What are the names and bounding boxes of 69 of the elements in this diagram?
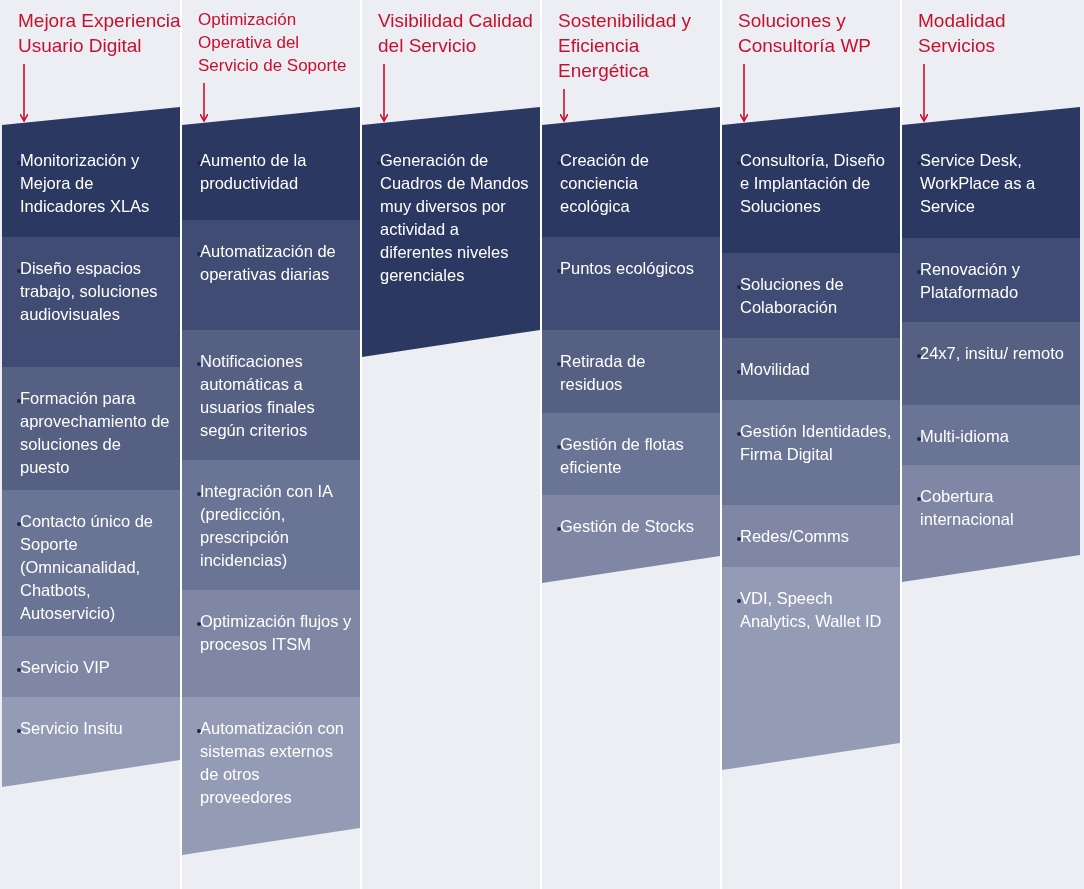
- item-panel: [2, 490, 180, 636]
- item-panel: [542, 237, 720, 330]
- item-panel: [902, 405, 1080, 465]
- item-panel: [722, 567, 900, 770]
- item-panel: [182, 697, 360, 855]
- column-heading: Visibilidad Calidad del Servicio: [378, 8, 544, 58]
- arrow: [19, 63, 29, 122]
- item-text: Movilidad: [740, 360, 810, 378]
- item-text: Creación de conciencia ecológica: [560, 151, 649, 215]
- item-panel: [2, 107, 180, 237]
- arrow: [199, 82, 209, 122]
- item-text: Aumento de la productividad: [200, 151, 307, 192]
- item-panel: [902, 107, 1080, 238]
- item-panel: [182, 460, 360, 590]
- item-text: Gestión de flotas eficiente: [560, 435, 684, 476]
- item-text: Optimización flujos y procesos ITSM: [200, 612, 352, 653]
- column-heading: Optimización Operativa del Servicio de Soporte: [198, 8, 364, 77]
- item-text: Contacto único de Soporte (Omnicanalidad, Chatbots, Autoservicio): [20, 512, 153, 622]
- column-heading: Soluciones y Consultoría WP: [738, 8, 904, 58]
- arrow: [919, 63, 929, 122]
- item-panel: [542, 107, 720, 237]
- item-panel: [722, 107, 900, 253]
- item-panel: [182, 330, 360, 460]
- column-heading: Sostenibilidad y Eficiencia Energética: [558, 8, 724, 83]
- item-panel: [902, 238, 1080, 322]
- item-panel: [2, 697, 180, 787]
- item-text: Consultoría, Diseño e Implantación de Soluciones: [740, 151, 885, 215]
- item-text: Automatización de operativas diarias: [200, 242, 336, 283]
- item-panel: [722, 253, 900, 338]
- item-text: Renovación y Plataformado: [920, 260, 1020, 301]
- item-text: Monitorización y Mejora de Indicadores XLAs: [20, 151, 150, 215]
- arrow: [559, 88, 569, 122]
- item-panel: [2, 237, 180, 367]
- item-panel: [542, 330, 720, 413]
- item-text: Automatización con sistemas externos de otros proveedores: [200, 719, 344, 806]
- item-panel: [182, 590, 360, 697]
- item-panel: [722, 505, 900, 567]
- item-panel: [722, 338, 900, 400]
- item-text: 24x7, insitu/ remoto: [920, 344, 1064, 362]
- item-panel: [902, 465, 1080, 582]
- item-text: Formación para aprovechamiento de soluciones de puesto: [20, 389, 170, 476]
- item-text: Generación de Cuadros de Mandos muy diversos por actividad a diferentes niveles gerenciales: [380, 151, 529, 284]
- item-text: Notificaciones automáticas a usuarios finales según criterios: [200, 352, 315, 439]
- column-heading: Modalidad Servicios: [918, 8, 1084, 58]
- item-text: Retirada de residuos: [560, 352, 646, 393]
- item-panel: [182, 220, 360, 330]
- item-panel: [2, 367, 180, 490]
- item-text: Multi-idioma: [920, 427, 1009, 445]
- item-panel: [182, 107, 360, 220]
- item-panel: [902, 322, 1080, 405]
- arrow: [379, 63, 389, 122]
- column-heading: Mejora Experiencia Usuario Digital: [18, 8, 184, 58]
- item-text: Redes/Comms: [740, 527, 850, 545]
- item-text: Puntos ecológicos: [560, 259, 694, 277]
- arrow: [739, 63, 749, 122]
- item-panel: [542, 413, 720, 495]
- item-text: Soluciones de Colaboración: [740, 275, 844, 316]
- item-text: Gestión de Stocks: [560, 517, 694, 535]
- item-text: Diseño espacios trabajo, soluciones audiovisuales: [20, 259, 158, 323]
- item-text: Gestión Identidades, Firma Digital: [740, 422, 892, 463]
- item-text: Service Desk, WorkPlace as a Service: [920, 151, 1036, 215]
- item-panel: [2, 636, 180, 697]
- item-panel: [722, 400, 900, 505]
- item-text: VDI, Speech Analytics, Wallet ID: [740, 589, 882, 630]
- item-text: Servicio Insitu: [20, 719, 123, 737]
- item-panel: [542, 495, 720, 583]
- item-text: Servicio VIP: [20, 658, 110, 676]
- item-text: Cobertura internacional: [920, 487, 1014, 528]
- item-text: Integración con IA (predicción, prescripción incidencias): [200, 482, 333, 569]
